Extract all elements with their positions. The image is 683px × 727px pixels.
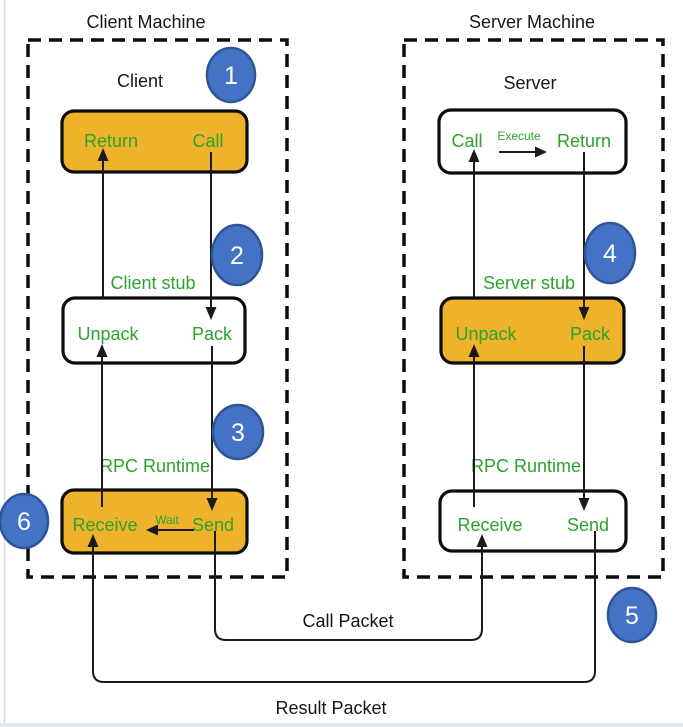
- call-arrow-head-server: [468, 149, 480, 162]
- result-packet-path: [92, 531, 596, 683]
- client-receive-label: Receive: [72, 515, 137, 535]
- step-badge-4: 4: [583, 221, 637, 285]
- server-call-label: Call: [451, 131, 482, 151]
- result-packet-label: Result Packet: [275, 698, 386, 718]
- client-call-label: Call: [192, 131, 223, 151]
- step-5-number: 5: [625, 602, 639, 630]
- step-badge-6: 6: [0, 492, 50, 550]
- call-packet-path: [214, 531, 483, 641]
- client-machine-boundary: [26, 38, 289, 579]
- step-6-number: 6: [17, 508, 31, 536]
- bottom-window-edge: [0, 723, 683, 727]
- call-packet-label: Call Packet: [302, 611, 393, 631]
- step-3-circle: [211, 403, 265, 461]
- send-arrow-head-client: [206, 498, 218, 511]
- server-runtime-label: RPC Runtime: [471, 456, 581, 476]
- server-pack-label: Pack: [570, 324, 611, 344]
- step-2-number: 2: [230, 242, 244, 270]
- client-unpack-label: Unpack: [77, 324, 139, 344]
- send-arrow-head-server: [578, 498, 590, 511]
- server-unpack-label: Unpack: [455, 324, 517, 344]
- server-app-box: [437, 108, 628, 175]
- server-stub-box: [439, 296, 626, 365]
- unpack-arrow-head-server: [468, 344, 480, 357]
- server-execute-label: Execute: [497, 129, 541, 143]
- server-runtime-box: [438, 489, 628, 553]
- step-1-number: 1: [224, 62, 238, 90]
- client-send-label: Send: [192, 515, 234, 535]
- step-3-number: 3: [231, 419, 245, 447]
- client-wait-label: Wait: [155, 513, 179, 527]
- client-return-label: Return: [84, 131, 138, 151]
- client-stub-box: [61, 296, 247, 365]
- server-send-label: Send: [567, 515, 609, 535]
- unpack-arrow-head-client: [96, 344, 108, 357]
- server-machine-title: Server Machine: [469, 12, 595, 32]
- step-4-circle: [583, 221, 637, 285]
- server-return-label: Return: [557, 131, 611, 151]
- client-pack-label: Pack: [192, 324, 233, 344]
- wait-arrow-head: [146, 524, 158, 536]
- step-1-circle: [205, 46, 257, 104]
- client-runtime-box: [60, 488, 249, 555]
- step-4-number: 4: [603, 240, 617, 268]
- execute-arrow-head: [535, 146, 547, 158]
- step-2-circle: [210, 223, 264, 287]
- server-stub-label: Server stub: [483, 273, 575, 293]
- server-label: Server: [503, 73, 556, 93]
- result-packet-arrow-head: [87, 534, 99, 547]
- step-badge-1: 1: [205, 46, 257, 104]
- pack-arrow-head-server: [578, 307, 590, 320]
- step-badge-2: 2: [210, 223, 264, 287]
- server-receive-label: Receive: [457, 515, 522, 535]
- return-arrow-head: [97, 148, 109, 161]
- step-badge-5: 5: [606, 586, 658, 644]
- step-6-circle: [0, 492, 50, 550]
- step-badge-3: 3: [211, 403, 265, 461]
- client-machine-title: Client Machine: [86, 12, 205, 32]
- call-packet-arrow-head: [476, 534, 488, 547]
- client-app-box: [60, 109, 249, 174]
- step-5-circle: [606, 586, 658, 644]
- pack-arrow-head-client: [205, 307, 217, 320]
- client-runtime-label: RPC Runtime: [100, 456, 210, 476]
- client-stub-label: Client stub: [110, 273, 195, 293]
- server-machine-boundary: [402, 38, 665, 579]
- client-label: Client: [117, 71, 163, 91]
